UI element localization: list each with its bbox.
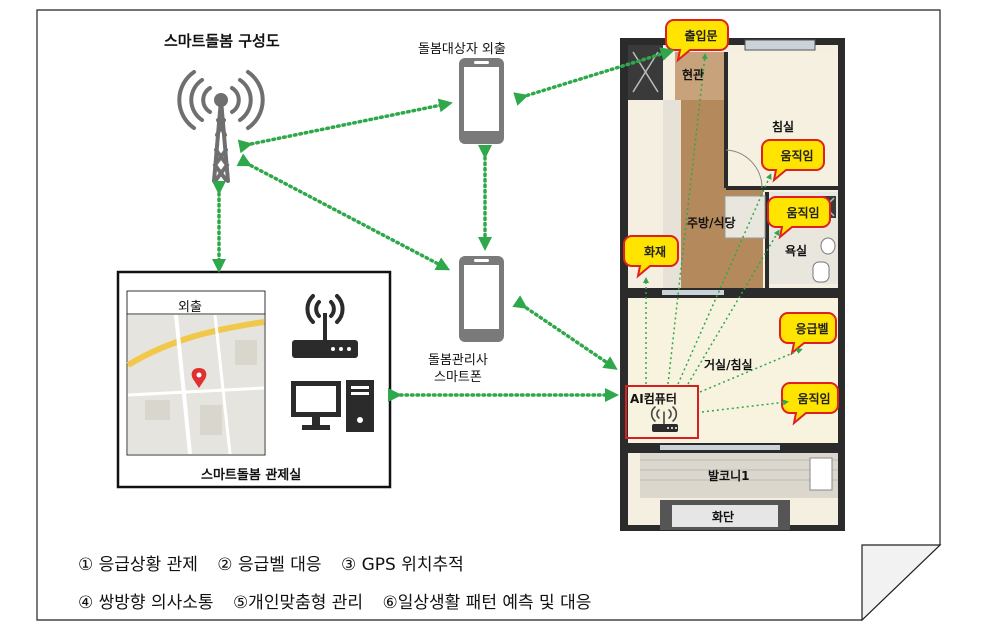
legend-row-1: ① 응급상황 관제 ② 응급벨 대응 ③ GPS 위치추적 [78,550,478,575]
map-panel [126,290,266,456]
floor-plan [620,38,845,531]
map-pin-icon [191,368,207,388]
room-bedroom: 침실 [772,120,795,134]
sensor-links [643,53,803,413]
ai-router-icon [650,406,678,432]
legend-item-1: ① 응급상황 관제 [78,555,198,575]
communication-links [212,47,675,402]
router-icon [292,294,358,358]
room-entrance: 현관 [682,68,705,82]
legend-item-5: ⑤개인맞춤형 관리 [232,593,364,613]
diagram-title: 스마트돌봄 구성도 [164,32,280,50]
room-bathroom: 욕실 [785,244,808,258]
legend-item-3: ③ GPS 위치추적 [340,555,464,575]
control-room-label: 스마트돌봄 관제실 [201,468,302,483]
outing-phone-icon [459,58,504,144]
outing-phone-label: 돌봄대상자 외출 [418,42,506,57]
room-kitchen: 주방/식당 [687,216,736,230]
callout-emergency-bell: 응급벨 [795,322,829,336]
callout-motion-bedroom: 움직임 [780,149,814,163]
callout-fire: 화재 [643,245,667,259]
legend-item-6: ⑥일상생활 패턴 예측 및 대응 [382,593,592,613]
callout-front-door: 출입문 [684,29,718,43]
room-balcony: 발코니1 [708,469,750,483]
page-fold [861,544,942,622]
ai-computer-box [625,385,699,439]
legend-row-2: ④ 쌍방향 의사소통 ⑤개인맞춤형 관리 ⑥일상생활 패턴 예측 및 대응 [78,588,605,613]
legend-item-2: ② 응급벨 대응 [217,555,322,575]
room-living: 거실/침실 [704,358,753,372]
caregiver-phone-label-line2: 스마트폰 [433,370,482,385]
callout-shapes [623,19,839,426]
caregiver-phone-icon [459,256,504,342]
callout-motion-living: 움직임 [797,392,831,406]
desktop-computer-icon [291,380,374,432]
caregiver-phone-label: 돌봄관리사 스마트폰 [428,352,488,386]
legend-item-4: ④ 쌍방향 의사소통 [78,593,214,613]
map-panel-title: 외출 [178,300,202,315]
caregiver-phone-label-line1: 돌봄관리사 [428,353,488,368]
room-flowerbed: 화단 [712,510,735,524]
ai-computer-label: AI컴퓨터 [630,392,677,406]
callout-motion-bath: 움직임 [786,206,820,220]
